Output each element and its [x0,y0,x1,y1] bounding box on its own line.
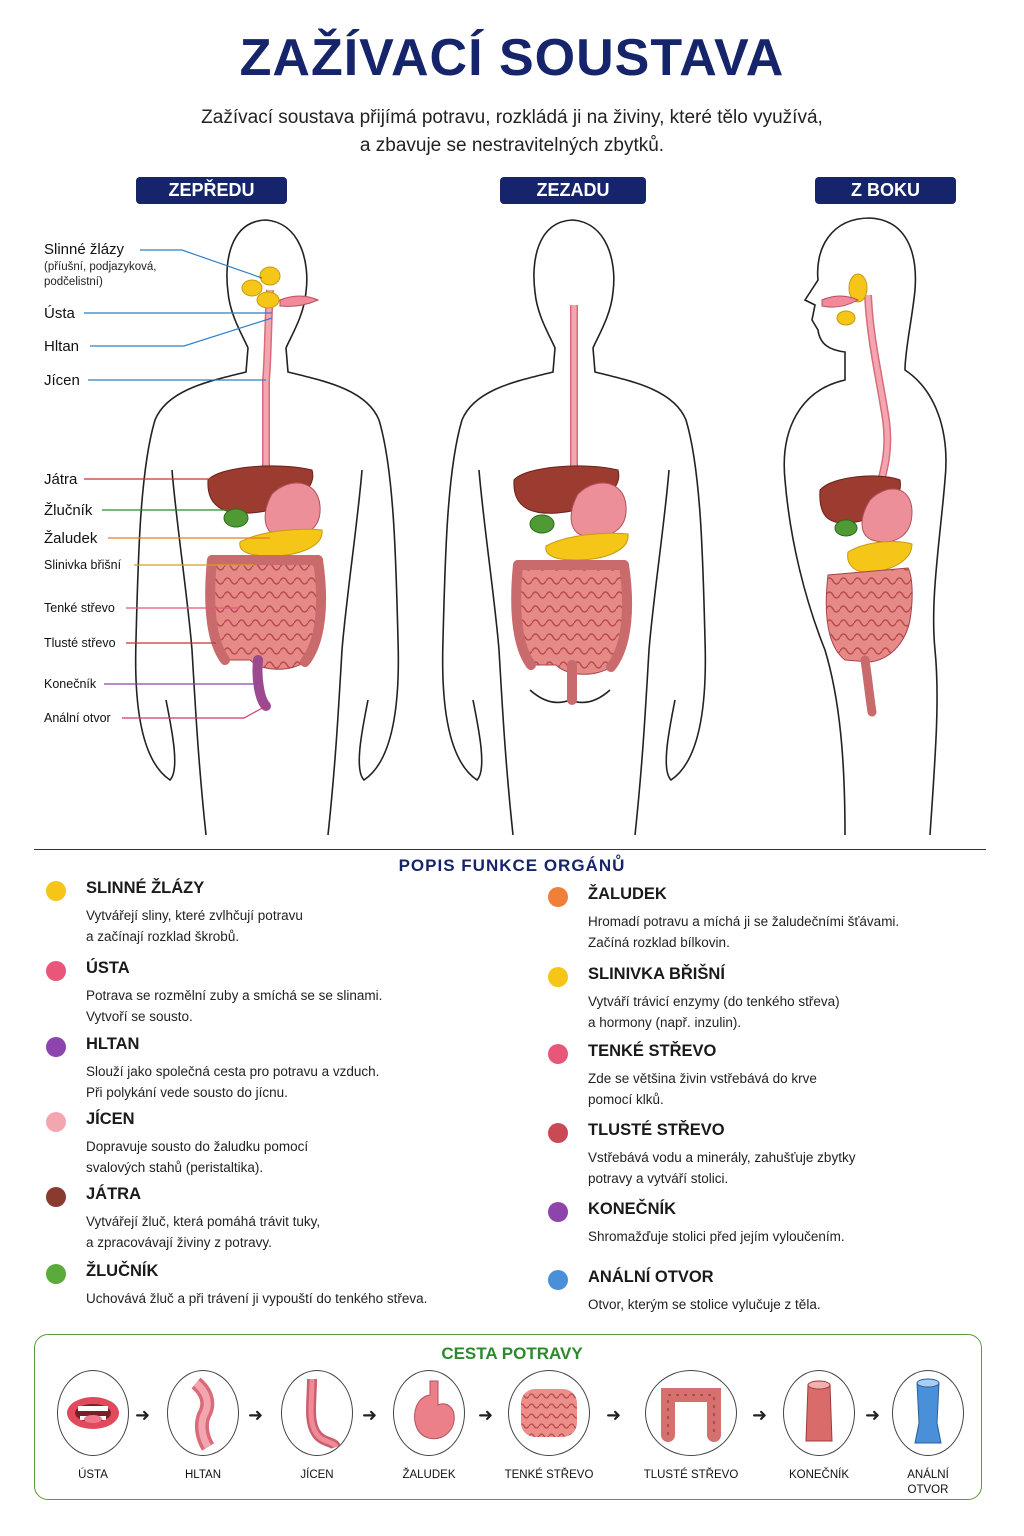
organ-desc: Otvor, kterým se stolice vylučuje z těla… [588,1297,821,1312]
arrow-icon: ➜ [478,1405,494,1425]
view-tag-side: Z BOKU [815,177,956,204]
organ-name: ÚSTA [86,959,130,977]
front-body-outline [134,219,400,836]
label-slinne-note: (příušní, podjazyková, podčelistní) [44,261,157,288]
organ-desc: Vstřebává vodu a minerály, zahušťuje zby… [588,1150,856,1186]
organ-dot [548,887,568,907]
page-subtitle: Zažívací soustava přijímá potravu, rozkl… [112,104,912,160]
organ-dot [46,1037,66,1057]
rectum-icon [783,1370,855,1456]
path-step-label: HLTAN [185,1469,221,1481]
anus-icon [892,1370,964,1456]
subtitle-line-1: Zažívací soustava přijímá potravu, rozkl… [201,107,823,128]
label-slinivka: Slinivka břišní [44,558,122,572]
path-step-tenke: TENKÉ STŘEVO [494,1370,604,1483]
organ-dot [548,1270,568,1290]
organ-dot [548,967,568,987]
label-konecnik: Konečník [44,677,97,691]
pharynx-icon [167,1370,239,1456]
organ-name: KONEČNÍK [588,1200,677,1218]
back-organs [511,305,633,705]
organ-name: HLTAN [86,1035,140,1053]
organ-name: TLUSTÉ STŘEVO [588,1121,725,1139]
path-step-label: ÚSTA [78,1469,108,1481]
label-jatra: Játra [44,471,78,488]
path-step-tluste: TLUSTÉ STŘEVO [636,1370,746,1483]
path-step-konecnik: KONEČNÍK [764,1370,874,1483]
organ-name: ŽLUČNÍK [86,1262,159,1280]
label-tenke: Tenké střevo [44,601,115,615]
large-intestine-icon [645,1370,737,1456]
organ-name: JÍCEN [86,1110,135,1128]
organ-dot [548,1202,568,1222]
front-organs [205,266,327,711]
mouth-icon [57,1370,129,1456]
label-usta: Ústa [44,305,75,322]
path-step-hltan: HLTAN [148,1370,258,1483]
label-hltan: Hltan [44,338,80,355]
organ-name: SLINIVKA BŘIŠNÍ [588,965,725,983]
label-zlucnik: Žlučník [44,502,93,519]
organ-desc: Vytvářejí žluč, která pomáhá trávit tuky… [86,1214,321,1250]
organ-dot [46,1187,66,1207]
organ-dot [46,961,66,981]
label-tluste: Tlusté střevo [44,636,116,650]
organ-desc: Vytváří trávicí enzymy (do tenkého střev… [588,994,840,1030]
subtitle-line-2: a zbavuje se nestravitelných zbytků. [359,135,665,156]
arrow-icon: ➜ [135,1405,151,1425]
view-tag-back: ZEZADU [500,177,646,204]
organ-desc: Potrava se rozmělní zuby a smíchá se se … [86,988,383,1024]
label-slinne: Slinné žlázy [44,241,125,258]
arrow-icon: ➜ [752,1405,768,1425]
section-title: POPIS FUNKCE ORGÁNŮ [398,856,626,875]
small-intestine-icon [508,1370,590,1456]
organ-dot [46,881,66,901]
path-step-zaludek: ŽALUDEK [374,1370,484,1483]
organ-dot [548,1123,568,1143]
view-tag-front: ZEPŘEDU [136,177,287,204]
section-divider [34,849,986,850]
label-zaludek: Žaludek [44,530,98,547]
organ-dot [46,1112,66,1132]
organ-name: ANÁLNÍ OTVOR [588,1268,714,1286]
esophagus-icon [281,1370,353,1456]
organ-dot [548,1044,568,1064]
path-step-label: TLUSTÉ STŘEVO [643,1469,739,1481]
organ-name: ŽALUDEK [588,885,667,903]
path-step-usta: ÚSTA [38,1370,148,1483]
path-step-label: JÍCEN [300,1469,334,1481]
organ-desc: Shromažďuje stolici před jejím vyloučení… [588,1229,845,1244]
organ-dot [46,1264,66,1284]
leader-lines [84,249,273,719]
organ-desc: Uchovává žluč a při trávení ji vypouští … [86,1291,428,1306]
path-step-label: ŽALUDEK [402,1469,456,1481]
path-step-label: KONEČNÍK [788,1469,850,1481]
arrow-icon: ➜ [248,1405,264,1425]
organ-name: JÁTRA [86,1185,142,1203]
page-title: ZAŽÍVACÍ SOUSTAVA [239,29,785,87]
path-step-jicen: JÍCEN [262,1370,372,1483]
side-organs [819,273,913,717]
side-body-outline [783,217,947,836]
label-analni: Anální otvor [44,711,111,725]
stomach-icon [393,1370,465,1456]
organ-desc: Slouží jako společná cesta pro potravu a… [86,1064,380,1100]
label-jicen: Jícen [44,372,80,389]
organ-name: TENKÉ STŘEVO [588,1042,717,1060]
arrow-icon: ➜ [865,1405,881,1425]
organ-desc: Hromadí potravu a míchá ji se žaludečním… [588,914,900,950]
food-path-title: CESTA POTRAVY [441,1344,583,1363]
food-path-panel [34,1334,982,1500]
arrow-icon: ➜ [606,1405,622,1425]
path-step-label: TENKÉ STŘEVO [504,1469,594,1481]
organ-name: SLINNÉ ŽLÁZY [86,879,205,897]
arrow-icon: ➜ [362,1405,378,1425]
anatomy-figures [84,217,947,836]
